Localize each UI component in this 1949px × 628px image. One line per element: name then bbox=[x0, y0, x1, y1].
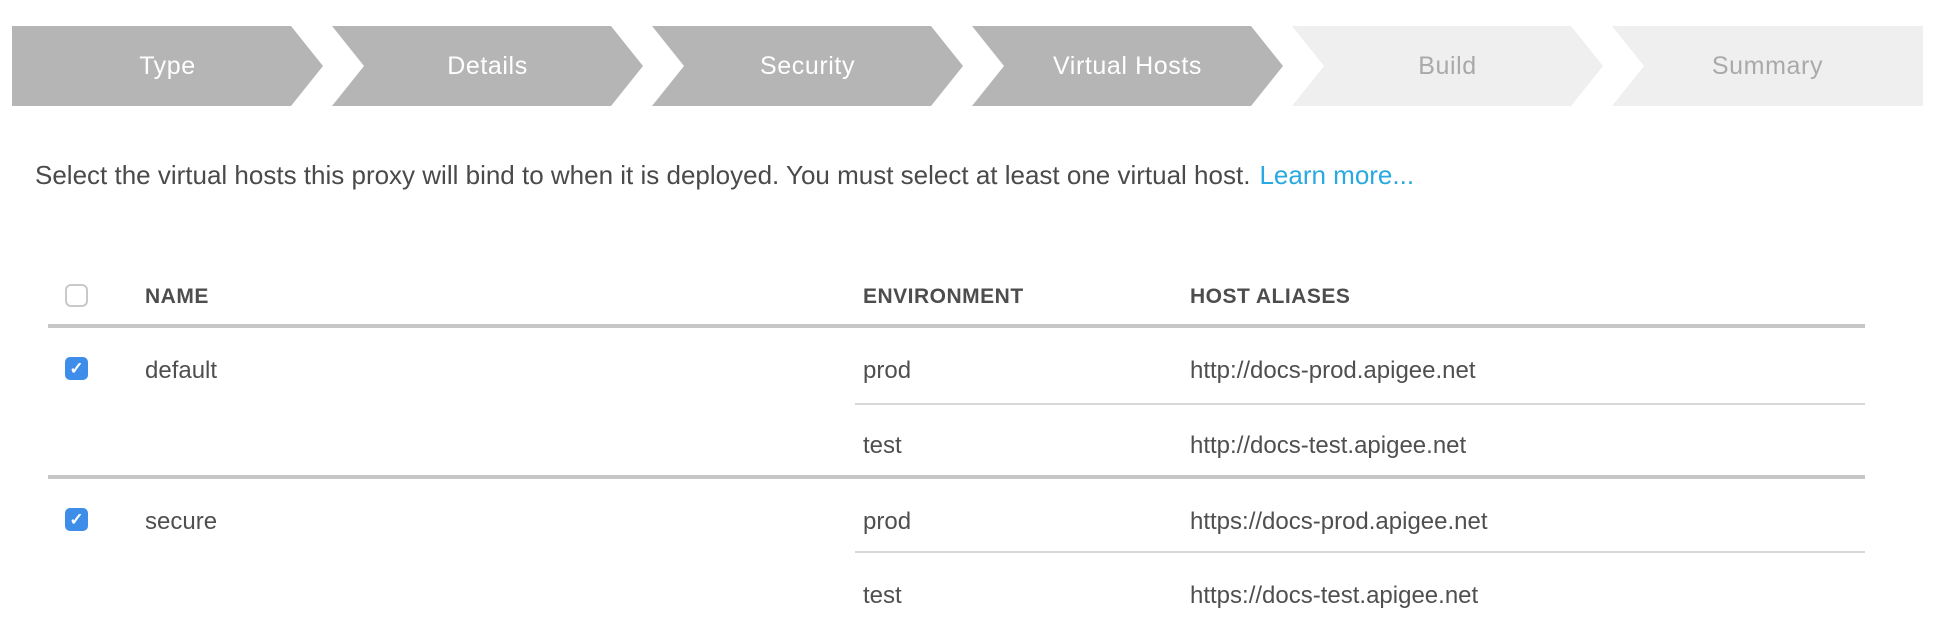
step-virtual-hosts[interactable]: Virtual Hosts bbox=[972, 26, 1283, 106]
host-alias-cell: http://docs-test.apigee.net bbox=[1190, 432, 1467, 459]
step-summary: Summary bbox=[1612, 26, 1923, 106]
host-alias-cell: https://docs-test.apigee.net bbox=[1190, 582, 1479, 609]
subrow-divider bbox=[855, 551, 1865, 553]
instruction-text: Select the virtual hosts this proxy will… bbox=[35, 160, 1414, 191]
row-checkbox-default[interactable]: ✓ bbox=[65, 357, 88, 380]
vhost-name: secure bbox=[145, 508, 218, 535]
step-security[interactable]: Security bbox=[652, 26, 963, 106]
header-divider bbox=[48, 324, 1865, 328]
select-all-checkbox[interactable]: ✓ bbox=[65, 284, 88, 307]
step-type[interactable]: Type bbox=[12, 26, 323, 106]
group-divider bbox=[48, 475, 1865, 479]
column-header-environment: ENVIRONMENT bbox=[863, 285, 1024, 308]
learn-more-link[interactable]: Learn more... bbox=[1259, 160, 1415, 190]
environment-cell: test bbox=[863, 432, 902, 459]
step-build: Build bbox=[1292, 26, 1603, 106]
vhost-name: default bbox=[145, 357, 218, 384]
step-details[interactable]: Details bbox=[332, 26, 643, 106]
environment-cell: prod bbox=[863, 357, 912, 384]
column-header-name: NAME bbox=[145, 285, 209, 308]
environment-cell: prod bbox=[863, 508, 912, 535]
subrow-divider bbox=[855, 403, 1865, 405]
wizard-stepper: Type Details Security Virtual Hosts Buil… bbox=[12, 26, 1923, 106]
row-checkbox-secure[interactable]: ✓ bbox=[65, 508, 88, 531]
checkmark-icon: ✓ bbox=[69, 359, 84, 378]
environment-cell: test bbox=[863, 582, 902, 609]
instruction-sentence: Select the virtual hosts this proxy will… bbox=[35, 160, 1251, 190]
host-alias-cell: http://docs-prod.apigee.net bbox=[1190, 357, 1476, 384]
host-alias-cell: https://docs-prod.apigee.net bbox=[1190, 508, 1488, 535]
checkmark-icon: ✓ bbox=[69, 510, 84, 529]
column-header-host-aliases: HOST ALIASES bbox=[1190, 285, 1351, 308]
